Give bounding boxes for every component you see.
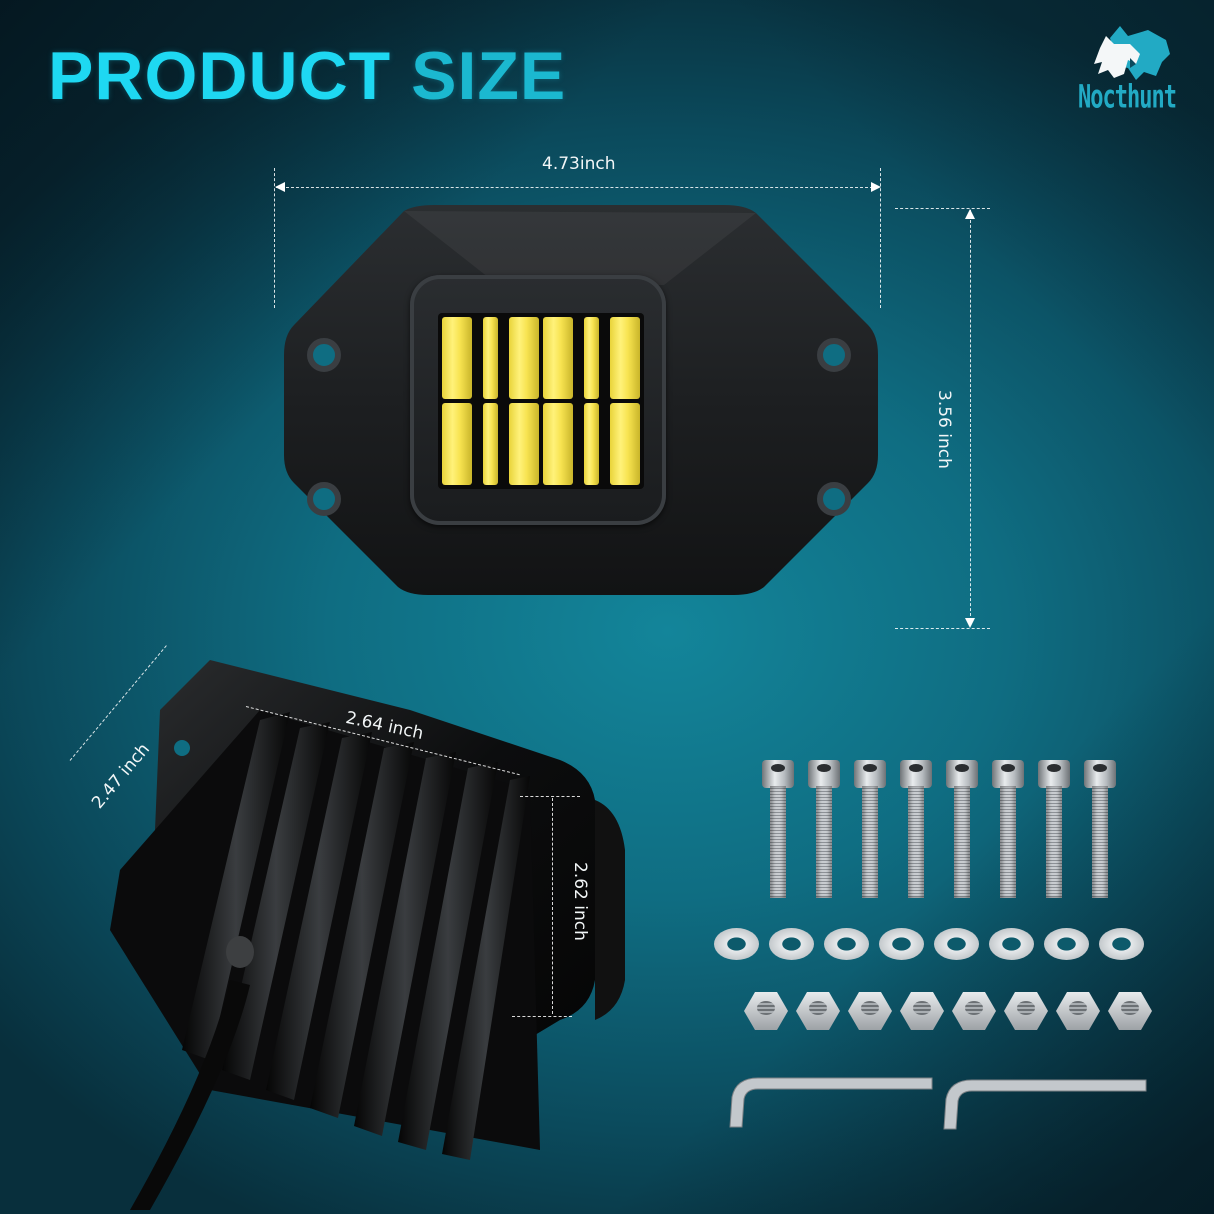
led-reflector xyxy=(509,317,539,399)
hex-nut xyxy=(796,992,840,1030)
lens-bezel xyxy=(410,275,666,525)
hex-nut xyxy=(1004,992,1048,1030)
title-word-product: PRODUCT xyxy=(48,38,392,114)
hex-socket-bolt xyxy=(1038,760,1070,900)
led-reflector xyxy=(542,403,573,485)
panther-head-icon xyxy=(1094,26,1170,80)
arrow-left-icon xyxy=(275,182,285,192)
width-dim-line xyxy=(276,187,878,188)
arrow-up-icon xyxy=(965,209,975,219)
height-dim-top-extension xyxy=(895,208,990,209)
hex-socket-bolt xyxy=(854,760,886,900)
hex-nut xyxy=(1056,992,1100,1030)
flat-washer xyxy=(824,928,869,960)
led-reflector xyxy=(509,403,539,485)
brand-logo: Nocthunt xyxy=(1070,18,1180,117)
mounting-hole xyxy=(307,338,851,516)
flat-washer xyxy=(769,928,814,960)
nut-row xyxy=(744,992,1152,1030)
power-cable xyxy=(130,980,250,1210)
hex-socket-bolt xyxy=(946,760,978,900)
hex-nut xyxy=(900,992,944,1030)
width-dim-right-extension xyxy=(880,168,881,308)
led-reflector xyxy=(542,317,573,399)
arrow-down-icon xyxy=(965,618,975,628)
heatsink-housing xyxy=(110,660,625,1210)
hex-nut xyxy=(744,992,788,1030)
led-reflector xyxy=(583,403,600,485)
front-height-label: 3.56 inch xyxy=(934,390,954,469)
bolt-row xyxy=(762,760,1116,900)
hex-socket-bolt xyxy=(808,760,840,900)
led-reflector xyxy=(482,403,499,485)
housing-height-dim-line xyxy=(552,798,553,1014)
height-dim-line xyxy=(970,210,971,626)
height-dim-bottom-extension xyxy=(895,628,990,629)
brand-name: Nocthunt xyxy=(1078,80,1177,117)
hex-socket-bolt xyxy=(762,760,794,900)
hex-nut xyxy=(952,992,996,1030)
led-reflector xyxy=(583,317,600,399)
flat-washer xyxy=(714,928,759,960)
led-lens xyxy=(438,313,644,489)
width-dim-left-extension xyxy=(274,168,275,308)
back-housing-height-label: 2.62 inch xyxy=(570,862,590,941)
led-reflector xyxy=(442,403,472,485)
front-light-view xyxy=(284,205,878,595)
flat-washer xyxy=(879,928,924,960)
flat-washer xyxy=(989,928,1034,960)
led-reflector xyxy=(442,317,472,399)
led-reflector xyxy=(482,317,499,399)
housing-height-top-extension xyxy=(520,796,580,797)
hex-socket-bolt xyxy=(992,760,1024,900)
title-word-size: SIZE xyxy=(411,38,567,114)
mounting-hardware-kit xyxy=(700,750,1160,1170)
cooling-fins xyxy=(182,712,530,1160)
page-title: PRODUCT SIZE xyxy=(48,42,566,110)
front-width-label: 4.73inch xyxy=(542,154,616,174)
hex-key-wrench xyxy=(729,1077,933,1128)
flat-washer xyxy=(1044,928,1089,960)
led-reflector xyxy=(610,317,640,399)
flat-washer xyxy=(934,928,979,960)
mounting-hole xyxy=(174,740,190,756)
breather-valve xyxy=(226,936,254,968)
hex-nut xyxy=(848,992,892,1030)
washer-row xyxy=(714,928,1144,960)
led-reflector xyxy=(610,403,640,485)
hex-nut xyxy=(1108,992,1152,1030)
arrow-right-icon xyxy=(871,182,881,192)
hex-socket-bolt xyxy=(900,760,932,900)
back-housing-view: 2.47 inch 2.64 inch 2.62 inch xyxy=(69,645,670,1210)
flat-washer xyxy=(1099,928,1144,960)
hex-key-wrench xyxy=(943,1079,1147,1130)
housing-height-bottom-extension xyxy=(512,1016,572,1017)
hex-socket-bolt xyxy=(1084,760,1116,900)
